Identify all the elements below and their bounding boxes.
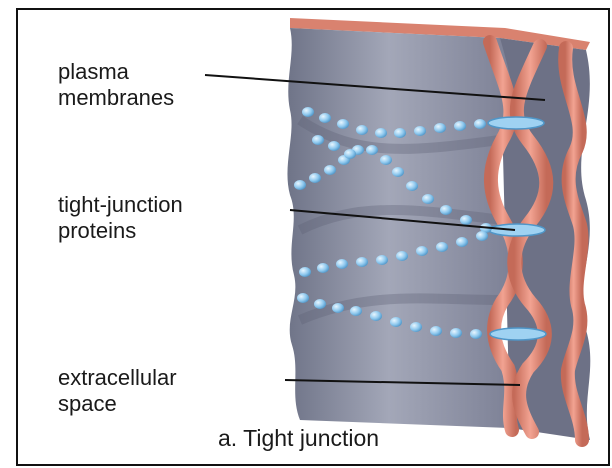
label-plasma-membranes-line-1: plasma: [58, 59, 174, 85]
label-extracellular-line-1: extracellular: [58, 365, 177, 391]
junction-band-3: [490, 328, 546, 340]
label-plasma-membranes: plasma membranes: [58, 59, 174, 111]
label-tight-junction-proteins: tight-junction proteins: [58, 192, 183, 244]
junction-band-2: [489, 224, 545, 236]
label-extracellular-space: extracellular space: [58, 365, 177, 417]
label-extracellular-line-2: space: [58, 391, 177, 417]
left-cell-face: [287, 28, 513, 428]
label-tight-junction-line-2: proteins: [58, 218, 183, 244]
label-tight-junction-line-1: tight-junction: [58, 192, 183, 218]
junction-band-1: [488, 117, 544, 129]
label-plasma-membranes-line-2: membranes: [58, 85, 174, 111]
figure-caption: a. Tight junction: [218, 425, 379, 452]
